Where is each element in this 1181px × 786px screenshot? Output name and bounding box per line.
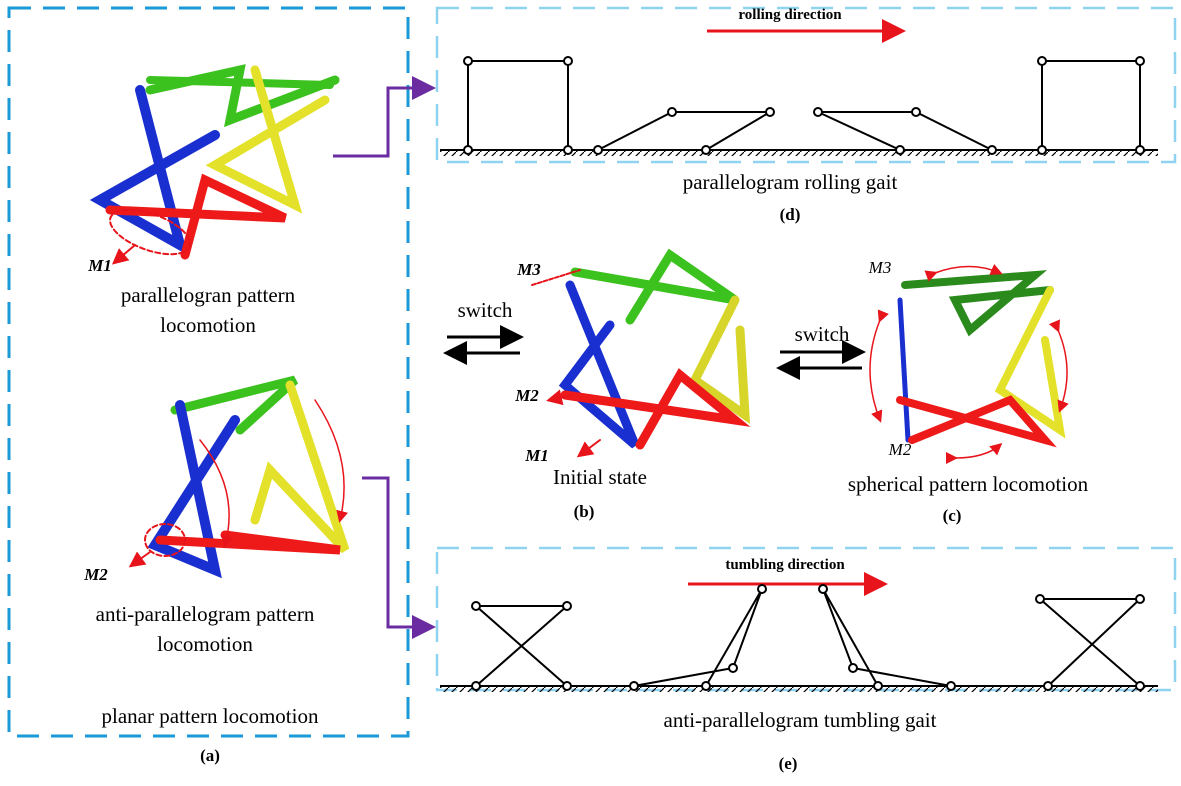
rolling-gait-sketch — [440, 56, 1158, 156]
panel-d-label: (d) — [779, 205, 801, 224]
switch-label-1: switch — [457, 298, 513, 322]
initial-state-caption: Initial state — [553, 465, 647, 489]
switch-label-2: switch — [794, 322, 850, 346]
motor-label-c-m3: M3 — [868, 258, 892, 277]
planar-pattern-caption: planar pattern locomotion — [101, 704, 319, 728]
motor-label-m2: M2 — [84, 565, 108, 584]
connector-arrow-bottom — [362, 476, 436, 639]
motor-label-b-m2: M2 — [515, 386, 539, 405]
motor-label-b-m1: M1 — [525, 446, 549, 465]
tumbling-gait-caption: anti-parallelogram tumbling gait — [663, 708, 937, 732]
tumbling-direction-label: tumbling direction — [725, 557, 845, 573]
parallelogram-caption-line2: locomotion — [160, 313, 256, 337]
motor-label-c-m2: M2 — [888, 440, 912, 459]
parallelogram-caption-line1: parallelogran pattern — [120, 283, 296, 307]
motor-label-m1: M1 — [88, 256, 112, 275]
mechanism-anti-parallelogram — [128, 375, 350, 579]
panel-d-frame — [435, 6, 1177, 164]
rolling-gait-caption: parallelogram rolling gait — [682, 170, 898, 194]
anti-parallelogram-caption-line1: anti-parallelogram pattern — [95, 602, 315, 626]
panel-a-label: (a) — [200, 746, 220, 765]
panel-e-label: (e) — [778, 754, 798, 773]
panel-a-frame — [7, 6, 410, 738]
tumbling-gait-sketch — [440, 584, 1158, 692]
rolling-direction-label: rolling direction — [738, 7, 842, 23]
mechanism-parallelogram — [89, 64, 340, 265]
panel-b-label: (b) — [573, 502, 595, 521]
anti-parallelogram-caption-line2: locomotion — [157, 632, 253, 656]
mechanism-spherical — [869, 263, 1069, 465]
motor-label-b-m3: M3 — [517, 260, 541, 279]
mechanism-initial-state — [531, 248, 751, 458]
panel-c-label: (c) — [942, 506, 962, 525]
spherical-pattern-caption: spherical pattern locomotion — [847, 472, 1089, 496]
connector-arrow-top — [333, 76, 436, 158]
